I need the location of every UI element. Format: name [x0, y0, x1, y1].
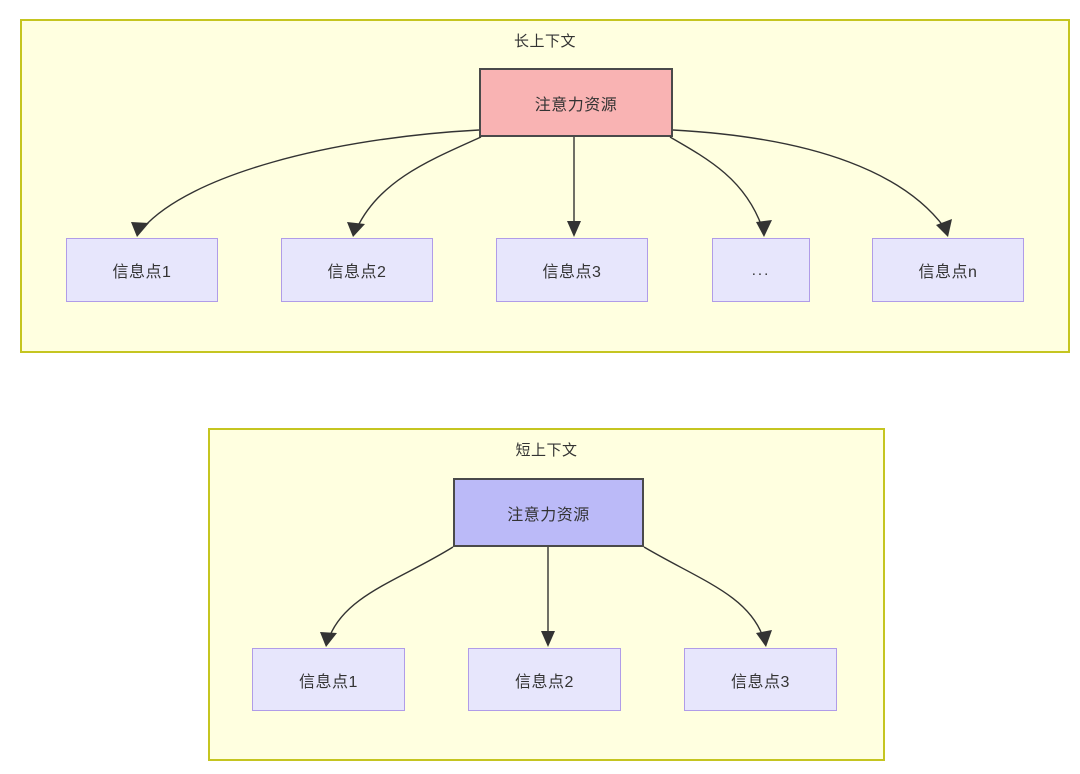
- node-label: 信息点1: [112, 264, 172, 281]
- group-short-context-title: 短上下文: [515, 442, 578, 459]
- node-label: 信息点2: [327, 264, 387, 281]
- node-attention-resource-short[interactable]: 注意力资源: [453, 478, 644, 547]
- node-label: 信息点1: [299, 673, 358, 691]
- node-label: 信息点3: [731, 673, 790, 691]
- node-info-point-1-short[interactable]: 信息点1: [252, 648, 405, 711]
- node-info-point-1-long[interactable]: 信息点1: [66, 238, 218, 302]
- node-info-point-2-long[interactable]: 信息点2: [281, 238, 433, 302]
- node-info-point-3-short[interactable]: 信息点3: [684, 648, 837, 711]
- node-label: 信息点3: [542, 264, 602, 281]
- group-long-context-title: 长上下文: [513, 33, 576, 50]
- node-info-point-n-long[interactable]: 信息点n: [872, 238, 1024, 302]
- node-info-point-ellipsis-long[interactable]: ...: [712, 238, 810, 302]
- node-info-point-2-short[interactable]: 信息点2: [468, 648, 621, 711]
- node-label: 注意力资源: [534, 96, 618, 114]
- node-label: 注意力资源: [507, 506, 590, 524]
- node-attention-resource-long[interactable]: 注意力资源: [479, 68, 673, 137]
- node-label: 信息点n: [918, 264, 978, 281]
- node-label: 信息点2: [515, 673, 574, 691]
- node-info-point-3-long[interactable]: 信息点3: [496, 238, 648, 302]
- node-label: ...: [751, 261, 771, 279]
